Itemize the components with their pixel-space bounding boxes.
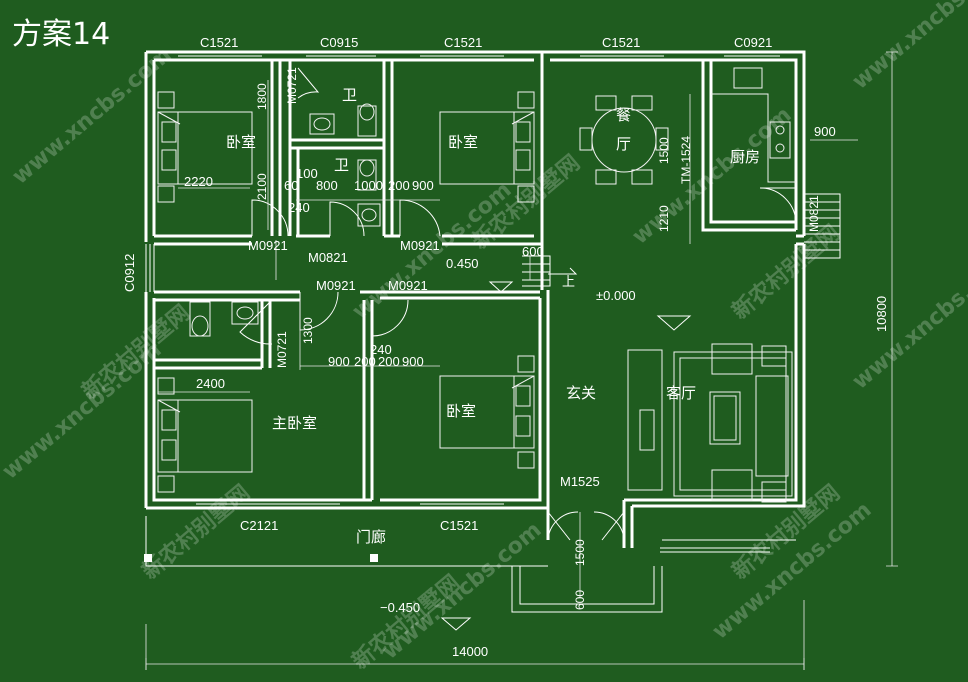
dimension-label: 800 <box>316 178 338 193</box>
room-label-kitchen: 厨房 <box>730 148 760 166</box>
door-label: M0921 <box>388 278 428 293</box>
doors <box>239 67 797 541</box>
dimension-label: 2220 <box>184 174 213 189</box>
dimension-lines <box>145 51 898 670</box>
dimension-label: 10800 <box>874 296 889 332</box>
dimension-label: 1210 <box>657 205 671 232</box>
axis-marker <box>370 554 378 562</box>
level-label: ±0.000 <box>596 288 636 303</box>
room-label-dining: 餐 <box>616 106 631 124</box>
room-label-master-bedroom: 主卧室 <box>272 414 317 432</box>
room-label-living: 客厅 <box>666 384 696 402</box>
room-label-bedroom: 卧室 <box>226 133 256 151</box>
dimension-label: 900 <box>814 124 836 139</box>
bed <box>439 91 535 203</box>
kitchen-counter <box>711 67 796 183</box>
room-label-bath: 卫 <box>334 156 349 174</box>
bed <box>439 355 535 469</box>
door-label: M1525 <box>560 474 600 489</box>
door-label: M0921 <box>316 278 356 293</box>
watermark-text: www.xncbs.com <box>848 247 968 394</box>
door-label: M0821 <box>807 195 821 232</box>
dimension-label: 240 <box>288 200 310 215</box>
dimension-label: 200 <box>354 354 376 369</box>
dimension-label: 1500 <box>657 137 671 164</box>
watermark-text: www.xncbs.com <box>848 0 968 95</box>
level-label: −0.450 <box>380 600 420 615</box>
dimension-label: 900 <box>328 354 350 369</box>
dimension-label: 60 <box>284 178 298 193</box>
dimension-label: 1500 <box>573 539 587 566</box>
door-label: M0921 <box>400 238 440 253</box>
window-labels: C1521 C0915 C1521 C1521 C0921 C0912 C212… <box>122 35 772 533</box>
room-label-porch: 门廊 <box>356 528 386 546</box>
door-label: M0721 <box>285 67 299 104</box>
room-label-bath: 卫 <box>342 86 357 104</box>
window-label: C1521 <box>200 35 238 50</box>
dimension-labels: 1800 2100 2220 60 100 800 240 1000 200 9… <box>184 83 889 659</box>
watermark-text: 新农村别墅网 <box>727 220 845 325</box>
bed <box>157 91 253 203</box>
dimension-label: 900 <box>402 354 424 369</box>
dining-table <box>579 95 669 185</box>
door-label: M0921 <box>248 238 288 253</box>
watermark-text: www.xncbs.com <box>8 42 177 189</box>
window-label: C0921 <box>734 35 772 50</box>
dimension-label: 2100 <box>255 173 269 200</box>
room-labels: 卧室 卫 卫 卧室 餐 厅 厨房 主卧室 卧室 玄关 客厅 门廊 <box>226 86 760 546</box>
window-label: C0915 <box>320 35 358 50</box>
dimension-label: 2400 <box>196 376 225 391</box>
window-label: C0912 <box>122 254 137 292</box>
level-labels: 0.450 ±0.000 −0.450 上 <box>380 256 636 615</box>
room-label-foyer: 玄关 <box>566 384 596 402</box>
window-label: C1521 <box>444 35 482 50</box>
dimension-label: 600 <box>522 244 544 259</box>
door-labels: M0921 M0821 M0921 M0921 M0921 M0721 M072… <box>248 67 821 489</box>
door-label: M0721 <box>275 331 289 368</box>
room-label-bedroom: 卧室 <box>446 402 476 420</box>
dimension-label: 14000 <box>452 644 488 659</box>
steps <box>522 193 841 287</box>
dimension-label: 240 <box>370 342 392 357</box>
level-label: 上 <box>562 274 575 289</box>
bed <box>157 377 253 493</box>
door-label: M0821 <box>308 250 348 265</box>
furniture <box>157 67 796 503</box>
windows <box>145 51 780 553</box>
room-label-dining: 厅 <box>616 135 631 153</box>
level-markers <box>440 267 692 631</box>
sofa-set <box>627 343 793 503</box>
dimension-label: 1300 <box>301 317 315 344</box>
dimension-label: 1800 <box>255 83 269 110</box>
dimension-label: 200 <box>378 354 400 369</box>
toilet-fixture <box>189 103 381 337</box>
window-label: C2121 <box>240 518 278 533</box>
level-label: 0.450 <box>446 256 479 271</box>
watermark-text: 新农村别墅网 <box>77 300 195 405</box>
window-label: C1521 <box>440 518 478 533</box>
door-label: TM-1524 <box>679 136 693 184</box>
room-label-bedroom: 卧室 <box>448 133 478 151</box>
dimension-label: 200 <box>388 178 410 193</box>
dimension-label: 600 <box>573 590 587 610</box>
plan-title: 方案14 <box>12 17 110 52</box>
axis-marker <box>144 554 152 562</box>
dimension-label: 100 <box>296 166 318 181</box>
walls <box>144 50 806 613</box>
dimension-label: 1000 <box>354 178 383 193</box>
window-label: C1521 <box>602 35 640 50</box>
dimension-label: 900 <box>412 178 434 193</box>
